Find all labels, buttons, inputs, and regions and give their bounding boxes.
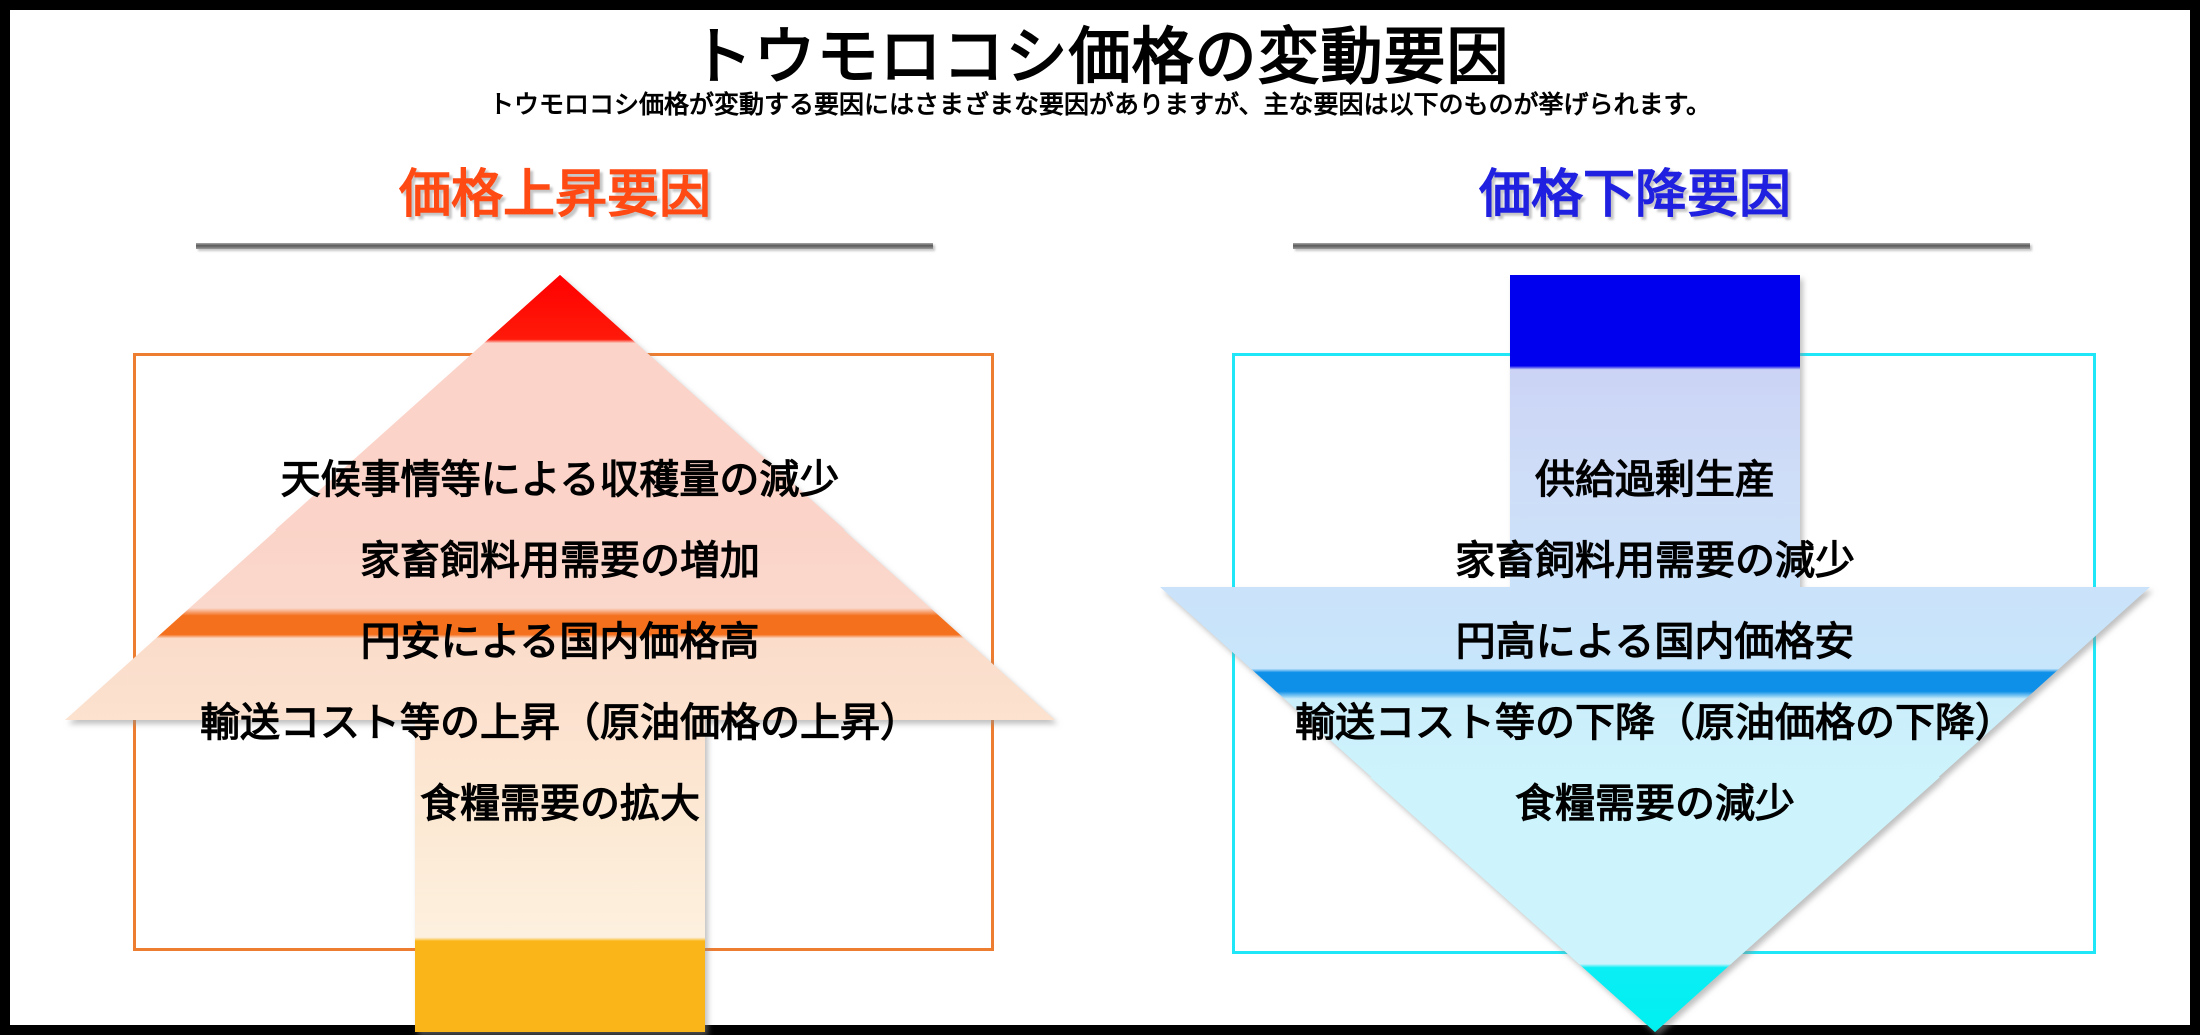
factor-item: 円高による国内価格安: [1455, 620, 1855, 664]
factor-item: 家畜飼料用需要の増加: [360, 539, 760, 583]
column-divider-left: [196, 243, 933, 249]
factor-item: 食糧需要の減少: [1515, 782, 1795, 826]
factor-list-price-fall: 供給過剰生産 家畜飼料用需要の減少 円高による国内価格安 輸送コスト等の下降（原…: [1160, 460, 2150, 865]
up-arrow-icon: [65, 275, 1055, 1032]
factor-item: 円安による国内価格高: [360, 620, 760, 664]
slide-frame-bottom: [0, 1025, 2200, 1035]
factor-item: 家畜飼料用需要の減少: [1455, 539, 1855, 583]
down-arrow-icon: [1160, 275, 2150, 1032]
factor-item: 食糧需要の拡大: [420, 782, 700, 826]
factor-item: 天候事情等による収穫量の減少: [280, 458, 840, 502]
slide-frame-right: [2190, 0, 2200, 1035]
column-heading-price-fall: 価格下降要因: [1478, 166, 1791, 224]
factor-item: 供給過剰生産: [1535, 458, 1775, 502]
slide-frame-left: [0, 0, 10, 1035]
page-title: トウモロコシ価格の変動要因: [690, 23, 1510, 92]
page-subtitle: トウモロコシ価格が変動する要因にはさまざまな要因がありますが、主な要因は以下のも…: [488, 91, 1711, 119]
slide-frame-top: [0, 0, 2200, 10]
column-divider-right: [1293, 243, 2030, 249]
factor-item: 輸送コスト等の下降（原油価格の下降）: [1295, 701, 2015, 745]
factor-list-price-rise: 天候事情等による収穫量の減少 家畜飼料用需要の増加 円安による国内価格高 輸送コ…: [65, 460, 1055, 865]
column-heading-price-rise: 価格上昇要因: [398, 166, 711, 224]
factor-item: 輸送コスト等の上昇（原油価格の上昇）: [200, 701, 920, 745]
